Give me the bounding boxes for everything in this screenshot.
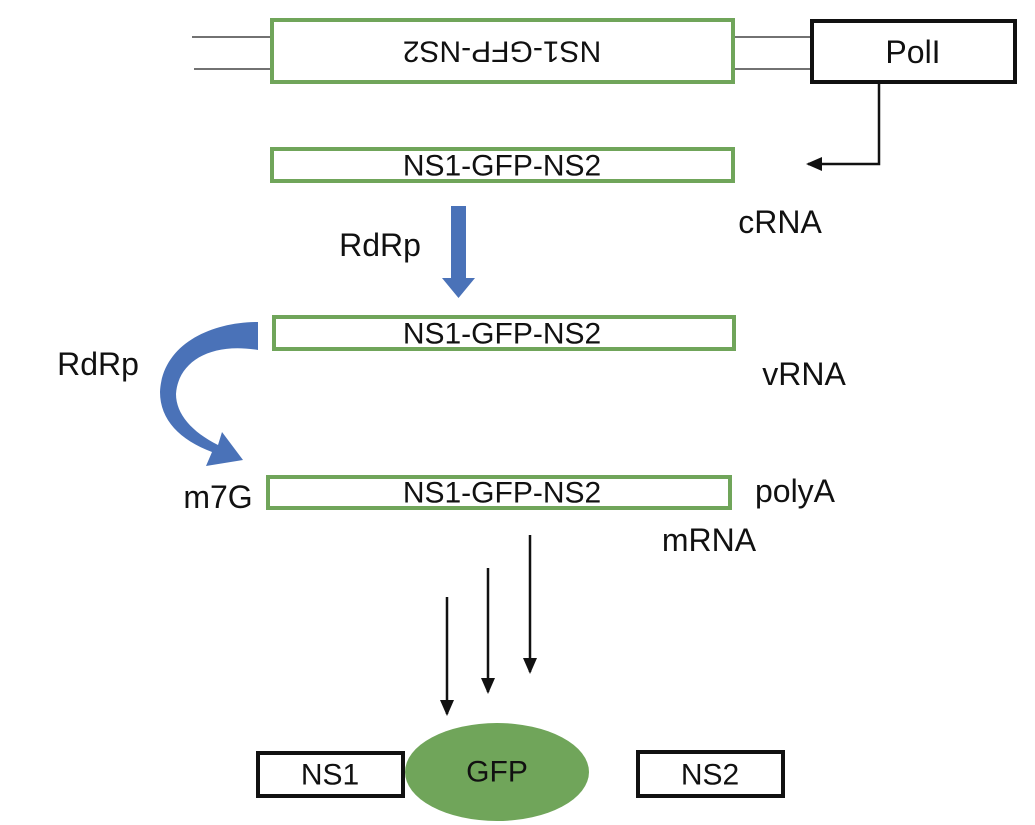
plasmid-backbone — [192, 36, 812, 70]
vrna-box — [272, 315, 736, 351]
rdrp-label-1: RdRp — [339, 227, 421, 263]
poli-promoter: PolI — [810, 19, 1017, 84]
curved-arrow-icon — [160, 322, 258, 466]
ns1-protein-box — [256, 751, 405, 798]
ns2-protein-box — [636, 750, 785, 798]
vrna-stage: NS1-GFP-NS2 vRNA — [272, 315, 846, 392]
ns1-protein-label: NS1 — [301, 759, 359, 792]
rdrp-arrow-vrna-to-mrna: RdRp — [57, 322, 258, 466]
gfp-protein-ellipse — [405, 723, 589, 821]
block-arrow-down-icon — [442, 206, 475, 298]
crna-box — [270, 147, 735, 183]
gfp-protein-label: GFP — [466, 756, 528, 789]
poli-label: PolI — [885, 34, 940, 70]
rdrp-arrow-crna-to-vrna: RdRp — [339, 206, 475, 298]
ns2-protein-label: NS2 — [681, 759, 739, 792]
crna-label: cRNA — [738, 204, 822, 240]
crna-stage: NS1-GFP-NS2 cRNA — [270, 147, 822, 240]
poli-box — [810, 19, 1017, 84]
protein-products: NS1 GFP NS2 — [256, 723, 785, 821]
plasmid-segment-box — [270, 18, 735, 84]
plasmid-segment-label: NS1-GFP-NS2 — [403, 35, 601, 68]
rdrp-label-2: RdRp — [57, 346, 139, 382]
mrna-label: mRNA — [662, 522, 757, 558]
polya-tail-label: polyA — [755, 473, 836, 509]
plasmid-segment: NS1-GFP-NS2 — [270, 18, 735, 84]
mrna-stage: NS1-GFP-NS2 m7G polyA mRNA — [183, 473, 835, 558]
mrna-box — [266, 475, 732, 510]
m7g-cap-label: m7G — [183, 479, 252, 515]
translation-arrows — [440, 535, 537, 716]
mrna-segment-label: NS1-GFP-NS2 — [403, 477, 601, 510]
vrna-label: vRNA — [762, 356, 846, 392]
crna-segment-label: NS1-GFP-NS2 — [403, 150, 601, 183]
vrna-segment-label: NS1-GFP-NS2 — [403, 318, 601, 351]
promoter-to-crna-arrow — [806, 82, 881, 171]
